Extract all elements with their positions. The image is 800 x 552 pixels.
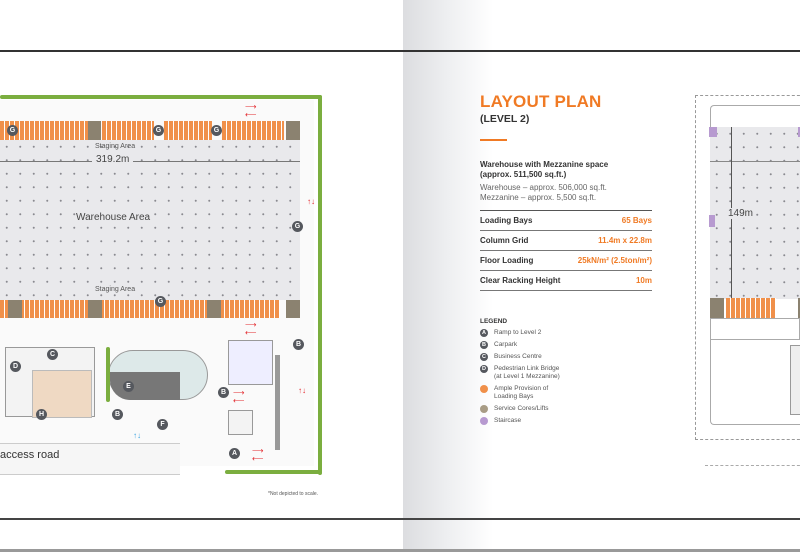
traffic-arrows-icon: ⟶⟵ <box>245 320 257 337</box>
marker-c: C <box>47 349 58 360</box>
marker-b: B <box>218 387 229 398</box>
depth-dimension: 149m <box>728 208 754 219</box>
legend-item: Staircase <box>480 417 652 425</box>
legend-heading: LEGEND <box>480 318 508 325</box>
staircase-swatch-icon <box>480 417 488 425</box>
bottom-border <box>0 518 800 520</box>
scale-note: *Not depicted to scale. <box>268 491 319 497</box>
marker-d: D <box>10 361 21 372</box>
staging-area-top-label: Staging Area <box>95 143 136 150</box>
marker-g: G <box>155 296 166 307</box>
page-edge <box>0 549 800 552</box>
traffic-arrows-icon: ⟶⟵ <box>233 388 245 405</box>
traffic-arrows-icon: ↑↓ <box>307 197 315 206</box>
traffic-arrows-icon: ⟶⟵ <box>245 102 257 119</box>
marker-d-icon: D <box>480 365 488 373</box>
marker-b-icon: B <box>480 341 488 349</box>
traffic-arrows-icon: ↑↓ <box>298 386 306 395</box>
loading-bay-swatch-icon <box>480 385 488 393</box>
marker-g: G <box>211 125 222 136</box>
info-panel: LAYOUT PLAN (LEVEL 2) Warehouse with Mez… <box>480 92 652 429</box>
title-rule <box>480 139 507 141</box>
legend-item: Service Cores/Lifts <box>480 405 652 413</box>
marker-a-icon: A <box>480 329 488 337</box>
marker-g: G <box>153 125 164 136</box>
marker-b: B <box>293 339 304 350</box>
marker-h: H <box>36 409 47 420</box>
details: Warehouse – approx. 506,000 sq.ft.Mezzan… <box>480 183 607 202</box>
marker-a: A <box>229 448 240 459</box>
page-gutter <box>403 0 493 552</box>
service-core-swatch-icon <box>480 405 488 413</box>
access-road-label: access road <box>0 449 60 461</box>
left-site-plan: Staging Area Staging Area 319.2m Warehou… <box>0 0 340 510</box>
page-subtitle: (LEVEL 2) <box>480 113 530 125</box>
right-site-plan: 149m <box>690 95 800 515</box>
marker-c-icon: C <box>480 353 488 361</box>
pedestrian-arrows-icon: ↑↓ <box>133 431 141 440</box>
summary: Warehouse with Mezzanine space(approx. 5… <box>480 160 609 179</box>
marker-f: F <box>157 419 168 430</box>
warehouse-area-label: Warehouse Area <box>76 212 151 223</box>
marker-g: G <box>7 125 18 136</box>
width-dimension: 319.2m <box>92 154 134 165</box>
staging-area-bottom-label: Staging Area <box>95 286 136 293</box>
top-border <box>0 50 800 52</box>
page-title: LAYOUT PLAN <box>480 92 602 111</box>
marker-b: B <box>112 409 123 420</box>
marker-g: G <box>292 221 303 232</box>
traffic-arrows-icon: ⟶⟵ <box>252 446 264 463</box>
marker-e: E <box>123 381 134 392</box>
